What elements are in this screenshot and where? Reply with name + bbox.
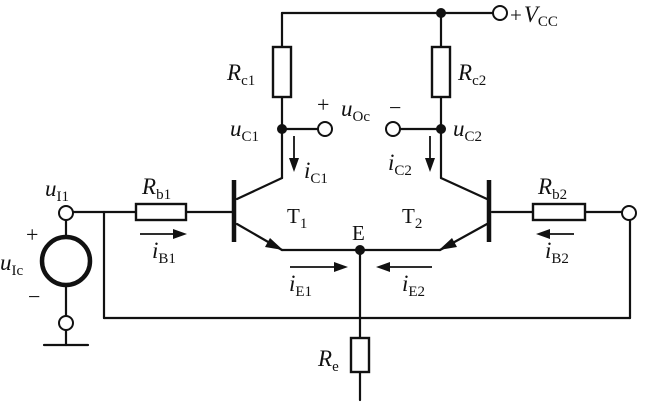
rb2-label: Rb2: [537, 174, 567, 203]
rb1-label: Rb1: [141, 174, 171, 203]
t1-label: T1: [287, 204, 307, 232]
vcc-label: +VCC: [510, 2, 558, 30]
rc1-label: Rc1: [226, 60, 255, 89]
ui1-terminal: [58, 205, 74, 221]
rc2-resistor: [430, 45, 452, 99]
source-bottom-terminal: [58, 315, 74, 331]
ic1-label: iC1: [304, 158, 328, 187]
ib2-label: iB2: [545, 238, 569, 267]
wires: [42, 11, 632, 402]
rc2-label: Rc2: [457, 60, 486, 89]
ui1-label: uI1: [45, 176, 69, 205]
re-resistor: [349, 336, 371, 374]
vcc-node: [436, 8, 446, 18]
source-plus: +: [26, 222, 38, 247]
rb2-resistor: [531, 202, 587, 222]
voltage-source-icon: [39, 234, 93, 288]
rc1-resistor: [271, 45, 293, 99]
current-arrows: [140, 136, 574, 272]
vcc-terminal: [492, 5, 508, 21]
uc1-output-terminal: [317, 121, 333, 137]
uc2-label: uC2: [453, 116, 482, 145]
right-input-terminal: [621, 205, 637, 221]
ib1-label: iB1: [152, 238, 176, 267]
source-minus: −: [28, 284, 40, 309]
uc2-output-terminal: [385, 121, 401, 137]
emitter-node: [355, 245, 365, 255]
uc1-label: uC1: [230, 116, 259, 145]
emitter-label: E: [352, 221, 365, 245]
uoc-label: uOc: [341, 96, 370, 125]
uc2-node: [436, 124, 446, 134]
t1-emitter-arrow: [265, 238, 283, 250]
t2-emitter-arrow: [439, 238, 457, 250]
ie2-label: iE2: [402, 271, 425, 300]
ic2-text: iC2: [388, 150, 412, 179]
re-label: Re: [317, 346, 339, 375]
uic-label: uIc: [0, 250, 23, 279]
uoc-plus: +: [317, 92, 329, 117]
uoc-minus: −: [389, 95, 401, 120]
uc1-node: [277, 124, 287, 134]
ie1-label: iE1: [289, 271, 312, 300]
rb1-resistor: [134, 202, 188, 222]
t2-label: T2: [402, 204, 422, 232]
